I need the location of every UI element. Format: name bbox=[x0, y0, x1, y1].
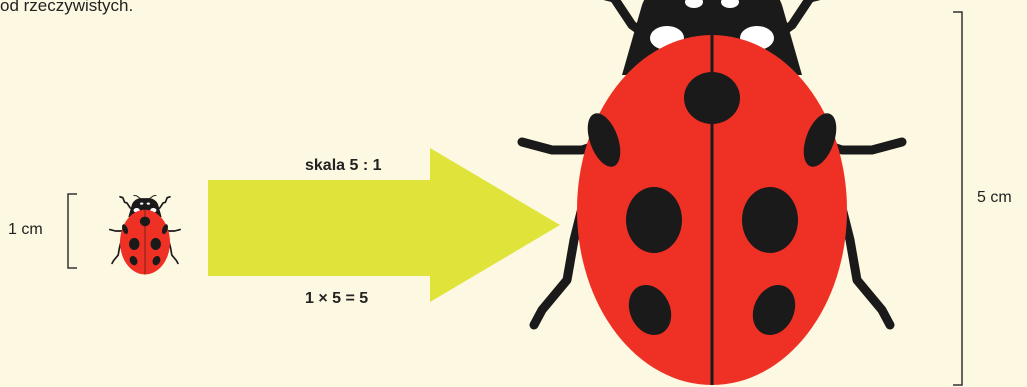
small-size-label: 1 cm bbox=[8, 221, 43, 239]
ladybug-large-icon bbox=[522, 0, 902, 385]
ladybug-small-icon bbox=[110, 195, 180, 274]
arrow-icon bbox=[208, 148, 560, 302]
intro-text: od rzeczywistych. bbox=[0, 0, 133, 16]
large-size-bracket bbox=[953, 12, 962, 385]
equation-label: 1 × 5 = 5 bbox=[305, 290, 368, 308]
large-size-label: 5 cm bbox=[977, 189, 1012, 207]
scale-label: skala 5 : 1 bbox=[305, 157, 382, 175]
small-size-bracket bbox=[68, 194, 77, 268]
